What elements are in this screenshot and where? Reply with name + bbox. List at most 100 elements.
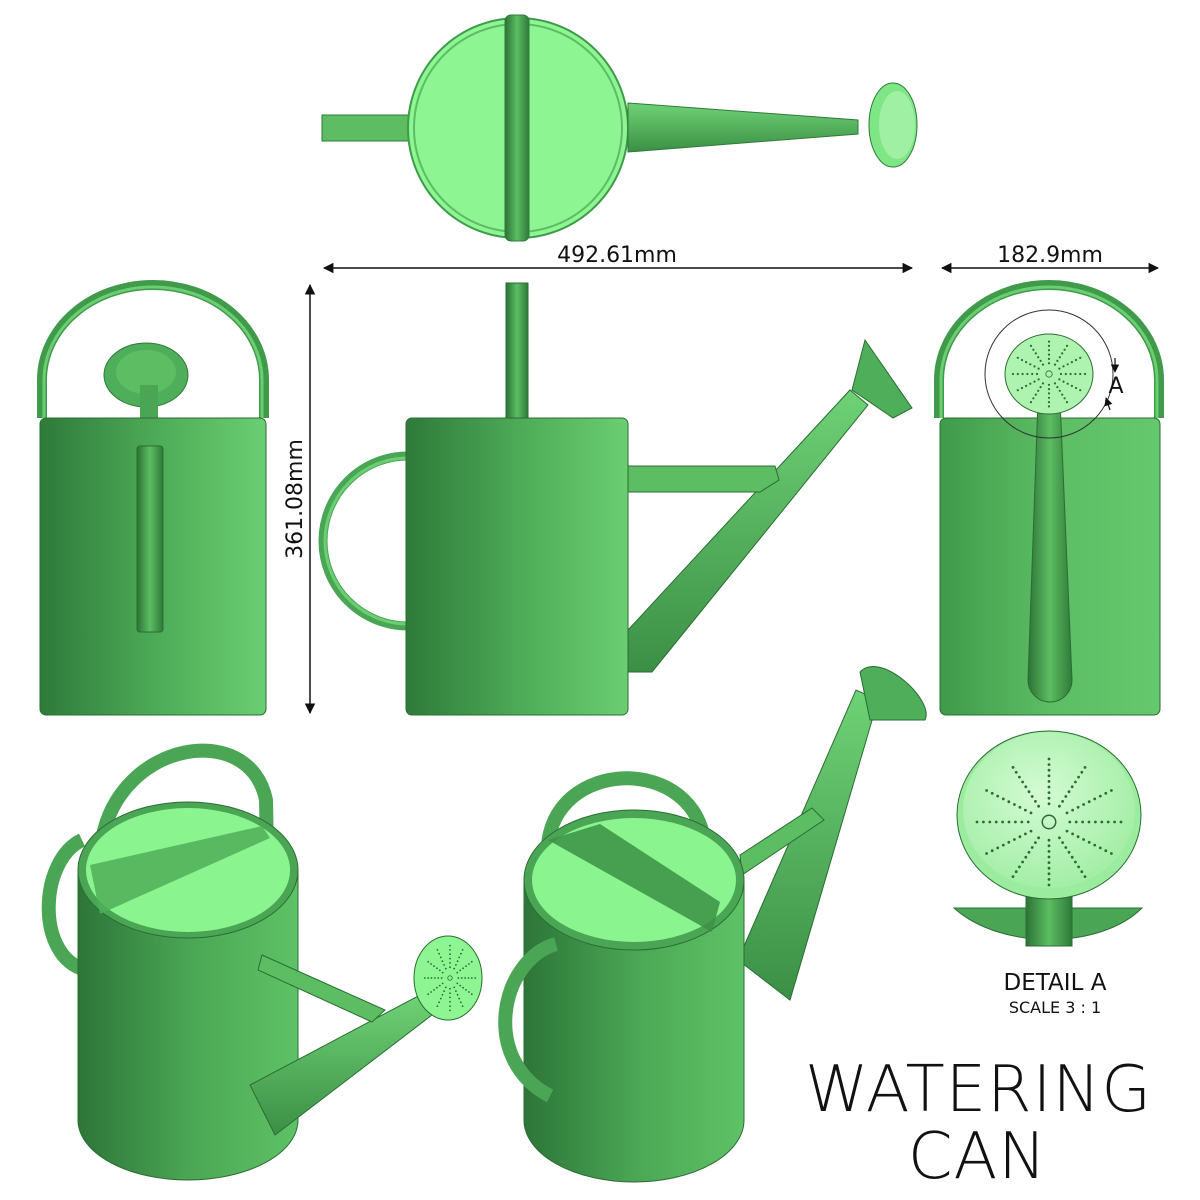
- rose-hole: [460, 977, 463, 979]
- rose-hole: [1007, 800, 1011, 804]
- rose-hole: [1029, 811, 1033, 815]
- rose-hole: [1033, 365, 1036, 368]
- rose-hole: [1070, 785, 1074, 789]
- rose-hole: [1030, 846, 1034, 849]
- rose-hole: [1083, 766, 1087, 769]
- rose-hole: [1027, 850, 1031, 854]
- rose-hole: [1047, 802, 1051, 806]
- rose-hole: [457, 977, 460, 979]
- rose-hole: [456, 960, 459, 963]
- iso-left-spout-brace: [257, 954, 386, 1023]
- rose-hole: [1083, 372, 1087, 376]
- top-view-handle-bar: [504, 14, 530, 242]
- rose-hole: [1074, 820, 1078, 824]
- rose-hole: [430, 977, 433, 979]
- iso-view-left: [41, 743, 483, 1181]
- rose-hole: [455, 990, 457, 992]
- rose-hole: [975, 820, 979, 824]
- front-view-back-handle: [318, 451, 409, 631]
- rose-hole: [988, 820, 992, 824]
- rose-hole: [1029, 401, 1033, 404]
- rose-hole: [1067, 790, 1071, 794]
- rose-hole: [1047, 872, 1051, 876]
- rose-hole: [1079, 389, 1082, 392]
- rose-hole: [985, 789, 988, 792]
- rose-hole: [1007, 820, 1011, 824]
- rose-hole: [1039, 386, 1042, 389]
- rose-hole: [1071, 808, 1074, 812]
- rose-hole: [441, 960, 444, 963]
- front-view-spout-brace: [627, 465, 780, 493]
- rose-hole: [467, 977, 470, 979]
- rose-hole: [1071, 832, 1074, 836]
- rose-hole: [468, 991, 470, 993]
- rose-hole: [1037, 367, 1040, 370]
- rose-hole: [1047, 844, 1051, 848]
- rose-hole: [1035, 372, 1039, 376]
- rose-hole: [1070, 855, 1074, 859]
- rose-hole: [1018, 865, 1021, 869]
- iso-left-top-shadow: [90, 826, 270, 914]
- rose-hole: [1021, 372, 1024, 376]
- top-view-rose-face: [879, 91, 915, 159]
- rose-hole: [1047, 349, 1051, 352]
- rose-hole: [1098, 846, 1102, 850]
- rose-hole: [449, 944, 451, 947]
- detail-view-center-hole: [1041, 814, 1057, 830]
- rose-hole: [1059, 372, 1063, 376]
- rose-hole: [1011, 766, 1015, 769]
- rose-hole: [982, 820, 985, 824]
- rose-hole: [1093, 797, 1097, 801]
- rose-hole: [461, 1005, 464, 1007]
- title-line-1: WATERING: [805, 1053, 1152, 1127]
- rose-hole: [1061, 352, 1064, 355]
- rose-center-hole: [1045, 370, 1053, 378]
- title-line-2: CAN: [907, 1120, 1048, 1194]
- rose-hole: [444, 986, 447, 989]
- rose-hole: [1047, 392, 1051, 395]
- rose-hole: [1047, 396, 1051, 399]
- rose-hole: [1058, 389, 1061, 392]
- rose-hole: [470, 960, 473, 963]
- rose-hole: [1047, 353, 1051, 356]
- rose-hole: [459, 984, 462, 987]
- rose-hole: [1061, 800, 1064, 803]
- rose-hole: [1047, 763, 1051, 766]
- rose-hole: [1047, 405, 1051, 408]
- rose-hole: [1030, 795, 1034, 798]
- rose-hole: [1047, 780, 1051, 783]
- dim-length-label: 492.61mm: [557, 243, 677, 268]
- rose-hole: [449, 996, 451, 999]
- rose-hole: [434, 977, 436, 979]
- rose-hole: [1066, 363, 1069, 366]
- rose-hole: [1047, 344, 1051, 347]
- front-view-back-handle-highlight: [323, 456, 409, 626]
- rose-hole: [438, 952, 440, 955]
- rose-center-hole: [1042, 815, 1056, 829]
- rose-hole: [1065, 811, 1069, 815]
- rose-hole: [1014, 770, 1018, 774]
- detail-view: [952, 730, 1144, 947]
- rose-center-hole: [447, 975, 453, 981]
- rose-hole: [1064, 795, 1068, 798]
- rose-hole: [1020, 386, 1024, 390]
- top-view-handle-stub: [321, 114, 415, 142]
- rose-hole: [461, 949, 464, 951]
- rose-hole: [1074, 860, 1077, 864]
- rose-hole: [427, 993, 430, 996]
- rose-hole: [427, 960, 430, 963]
- rose-hole: [449, 962, 451, 964]
- rose-hole: [436, 1005, 439, 1007]
- rear-view-rose-face: [116, 350, 176, 394]
- rose-hole: [436, 986, 438, 989]
- rose-hole: [1104, 849, 1108, 853]
- rose-hole: [1029, 363, 1032, 366]
- rose-hole: [1032, 348, 1035, 351]
- iso-left-top-handle: [94, 743, 275, 921]
- rose-hole: [1024, 855, 1028, 859]
- rose-hole: [456, 982, 459, 985]
- rose-hole: [1034, 800, 1037, 803]
- detail-view-rose-face: [963, 732, 1135, 888]
- rose-hole: [1047, 883, 1051, 887]
